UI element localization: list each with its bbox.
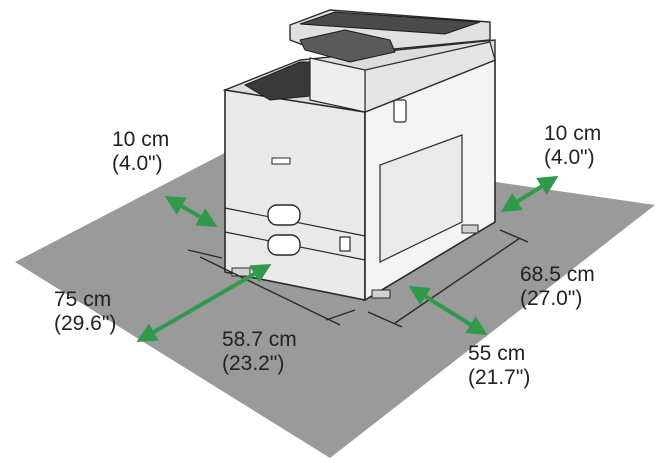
front-clearance-in: (29.6")	[54, 312, 117, 335]
width-in: (23.2")	[222, 352, 285, 375]
left-clearance-in: (4.0")	[112, 152, 163, 175]
rear-clearance-arrow	[408, 285, 488, 336]
depth-cm: 68.5 cm	[520, 263, 595, 286]
tray-handle	[267, 204, 301, 226]
logo-plate	[271, 157, 291, 165]
left-clearance-cm: 10 cm	[112, 128, 170, 151]
width-label: 58.7 cm (23.2")	[222, 328, 297, 376]
rear-clearance-label: 55 cm (21.7")	[468, 342, 530, 390]
front-clearance-label: 75 cm (29.6")	[54, 288, 116, 336]
tray-handle	[267, 234, 301, 256]
printer-foot	[461, 224, 479, 234]
side-handle	[393, 99, 407, 123]
printer-foot	[231, 267, 251, 277]
right-clearance-in: (4.0")	[544, 146, 595, 169]
depth-in: (27.0")	[520, 287, 583, 310]
right-clearance-arrow	[500, 175, 559, 213]
width-cm: 58.7 cm	[222, 328, 297, 351]
front-clearance-cm: 75 cm	[54, 288, 112, 311]
rear-clearance-in: (21.7")	[468, 366, 531, 389]
printer-foot	[371, 289, 391, 299]
front-clearance-arrow	[136, 263, 272, 343]
clearance-arrows	[136, 175, 559, 343]
depth-label: 68.5 cm (27.0")	[520, 263, 595, 311]
left-clearance-arrow	[164, 195, 218, 228]
scanner-lid	[299, 11, 481, 35]
printer-upper-front	[309, 57, 366, 113]
side-door	[379, 134, 463, 263]
left-clearance-label: 10 cm (4.0")	[112, 128, 169, 176]
power-switch	[339, 236, 351, 252]
control-panel	[299, 29, 396, 63]
right-clearance-label: 10 cm (4.0")	[544, 122, 601, 170]
rear-clearance-cm: 55 cm	[468, 342, 526, 365]
right-clearance-cm: 10 cm	[544, 122, 602, 145]
printer-illustration	[222, 9, 496, 302]
